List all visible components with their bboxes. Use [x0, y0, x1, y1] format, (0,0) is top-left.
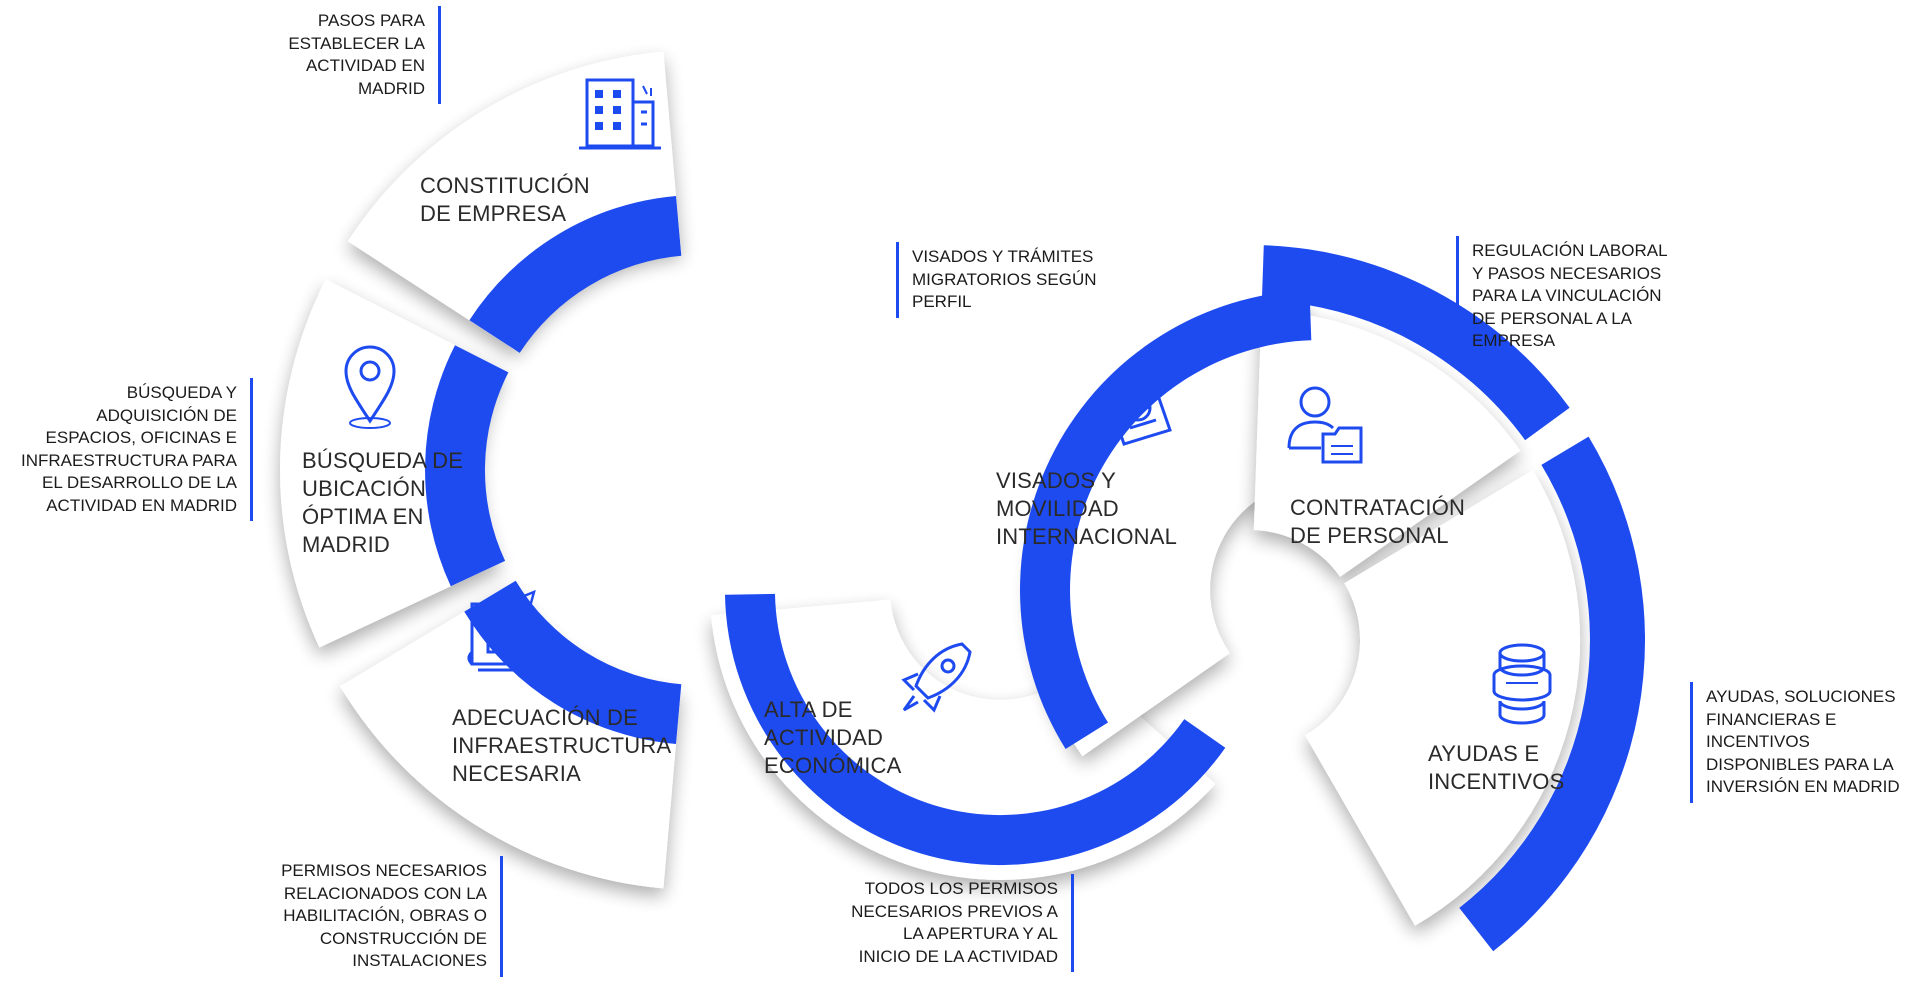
note-accent-bar [1071, 874, 1074, 972]
house-blueprint-icon [467, 589, 536, 672]
accent-arc-constitucion [469, 196, 682, 353]
segment-contratacion [1253, 310, 1521, 577]
accent-arc-visados [1020, 290, 1312, 749]
segment-title-contratacion: CONTRATACIÓN DE PERSONAL [1290, 495, 1466, 548]
note-adecuacion: PERMISOS NECESARIOS RELACIONADOS CON LA … [281, 856, 503, 977]
segment-title-alta: ALTA DE ACTIVIDAD ECONÓMICA [764, 697, 902, 778]
note-accent-bar [1690, 682, 1693, 803]
note-accent-bar [250, 378, 253, 521]
accent-arc-contratacion [1261, 245, 1570, 441]
note-accent-bar [500, 856, 503, 977]
accent-arc-adecuacion [464, 580, 682, 744]
employee-folder-icon [1287, 386, 1363, 464]
note-ubicacion: BÚSQUEDA Y ADQUISICIÓN DE ESPACIOS, OFIC… [21, 378, 253, 521]
segment-title-adecuacion: ADECUACIÓN DE INFRAESTRUCTURA NECESARIA [452, 705, 672, 786]
note-ayudas: AYUDAS, SOLUCIONES FINANCIERAS E INCENTI… [1690, 682, 1900, 803]
coin-stack-icon [1492, 643, 1552, 725]
note-visados: VISADOS Y TRÁMITES MIGRATORIOS SEGÚN PER… [896, 242, 1097, 318]
office-building-icon [579, 78, 661, 150]
accent-arc-ayudas [1459, 436, 1646, 952]
rocket-icon [901, 642, 972, 713]
note-constitucion: PASOS PARA ESTABLECER LA ACTIVIDAD EN MA… [288, 6, 441, 104]
note-alta: TODOS LOS PERMISOS NECESARIOS PREVIOS A … [851, 874, 1074, 972]
passport-icon [1104, 365, 1177, 446]
accent-arc-ubicacion [425, 345, 509, 587]
note-accent-bar [1456, 236, 1459, 357]
note-contratacion: REGULACIÓN LABORAL Y PASOS NECESARIOS PA… [1456, 236, 1668, 357]
segment-title-ubicacion: BÚSQUEDA DE UBICACIÓN ÓPTIMA EN MADRID [302, 448, 464, 557]
segment-ayudas [1305, 470, 1581, 926]
note-accent-bar [438, 6, 441, 104]
segment-title-visados: VISADOS Y MOVILIDAD INTERNACIONAL [996, 468, 1178, 549]
location-pin-icon [344, 345, 396, 429]
segment-title-constitucion: CONSTITUCIÓN DE EMPRESA [420, 173, 590, 226]
segment-adecuacion [340, 583, 681, 889]
note-accent-bar [896, 242, 899, 318]
accent-arc-alta [725, 593, 1226, 866]
segment-title-ayudas: AYUDAS E INCENTIVOS [1428, 741, 1565, 794]
